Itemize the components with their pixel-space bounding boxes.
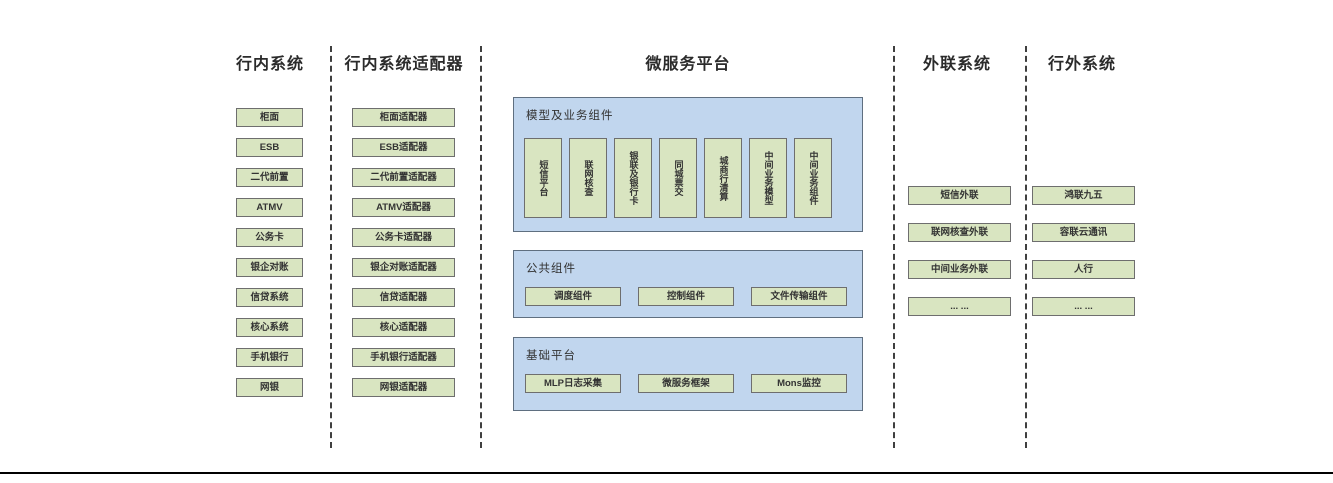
outside-system-node: 人行: [1032, 260, 1135, 279]
outside-system-node: 鸿联九五: [1032, 186, 1135, 205]
component-node: 控制组件: [638, 287, 734, 306]
section-label: 模型及业务组件: [526, 110, 614, 122]
section-label: 基础平台: [526, 350, 576, 362]
dashed-separator: [330, 46, 332, 448]
adapter-node: 二代前置适配器: [352, 168, 455, 187]
column-header-external-link: 外联系统: [922, 56, 991, 73]
outside-system-node: 容联云通讯: [1032, 223, 1135, 242]
component-node: 短信平台: [524, 138, 562, 218]
platform-section-common: 公共组件 调度组件控制组件文件传输组件: [513, 250, 863, 318]
system-node: 信贷系统: [236, 288, 303, 307]
adapter-node: ESB适配器: [352, 138, 455, 157]
system-node: ESB: [236, 138, 303, 157]
base-component-row: MLP日志采集微服务框架 Mons监控: [525, 374, 847, 393]
column-header-outside: 行外系统: [1047, 56, 1116, 73]
column-header-platform: 微服务平台: [645, 56, 731, 73]
component-node: 城商行清算: [704, 138, 742, 218]
system-node: 公务卡: [236, 228, 303, 247]
external-link-node: 中间业务外联: [908, 260, 1011, 279]
component-node: 微服务框架: [638, 374, 734, 393]
component-node: 银联及银行卡: [614, 138, 652, 218]
component-node: 调度组件: [525, 287, 621, 306]
adapter-node: 柜面适配器: [352, 108, 455, 127]
adapter-list: 柜面适配器 ESB适配器二代前置适配器 ATMV适配器公务卡适配器银企对账适配器信贷…: [352, 108, 455, 408]
model-component-row: 短信平台联网核查银联及银行卡同城票交城商行清算中间业务模型中间业务组件: [524, 138, 832, 218]
system-node: 网银: [236, 378, 303, 397]
dashed-separator: [893, 46, 895, 448]
column-header-adapters: 行内系统适配器: [344, 56, 464, 73]
bottom-border-line: [0, 472, 1333, 474]
external-link-node: ... ...: [908, 297, 1011, 316]
adapter-node: 网银适配器: [352, 378, 455, 397]
external-link-node: 短信外联: [908, 186, 1011, 205]
dashed-separator: [1025, 46, 1027, 448]
system-node: 核心系统: [236, 318, 303, 337]
external-link-list: 短信外联联网核查外联中间业务外联 ... ...: [908, 186, 1011, 334]
system-node: 柜面: [236, 108, 303, 127]
external-link-node: 联网核查外联: [908, 223, 1011, 242]
adapter-node: 手机银行适配器: [352, 348, 455, 367]
adapter-node: 银企对账适配器: [352, 258, 455, 277]
system-node: 手机银行: [236, 348, 303, 367]
component-node: 中间业务模型: [749, 138, 787, 218]
common-component-row: 调度组件控制组件文件传输组件: [525, 287, 847, 306]
adapter-node: ATMV适配器: [352, 198, 455, 217]
column-header-inbank: 行内系统: [235, 56, 304, 73]
dashed-separator: [480, 46, 482, 448]
component-node: 同城票交: [659, 138, 697, 218]
component-node: 文件传输组件: [751, 287, 847, 306]
system-node: ATMV: [236, 198, 303, 217]
adapter-node: 信贷适配器: [352, 288, 455, 307]
platform-section-model-business: 模型及业务组件 短信平台联网核查银联及银行卡同城票交城商行清算中间业务模型中间业…: [513, 97, 863, 232]
component-node: 中间业务组件: [794, 138, 832, 218]
outside-system-list: 鸿联九五容联云通讯人行 ... ...: [1032, 186, 1135, 334]
section-label: 公共组件: [526, 263, 576, 275]
platform-section-base: 基础平台 MLP日志采集微服务框架 Mons监控: [513, 337, 863, 411]
system-node: 二代前置: [236, 168, 303, 187]
adapter-node: 核心适配器: [352, 318, 455, 337]
adapter-node: 公务卡适配器: [352, 228, 455, 247]
component-node: 联网核查: [569, 138, 607, 218]
outside-system-node: ... ...: [1032, 297, 1135, 316]
component-node: Mons监控: [751, 374, 847, 393]
inbank-system-list: 柜面 ESB 二代前置 ATMV 公务卡银企对账信贷系统核心系统手机银行网银: [236, 108, 303, 408]
system-node: 银企对账: [236, 258, 303, 277]
component-node: MLP日志采集: [525, 374, 621, 393]
